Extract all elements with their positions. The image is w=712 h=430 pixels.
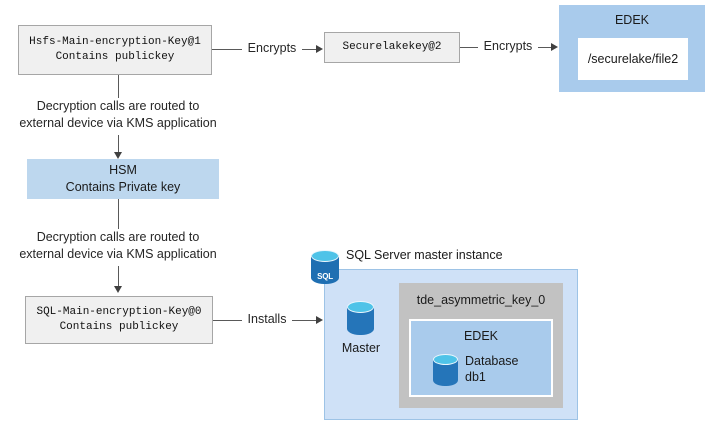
- edek-inner-title: EDEK: [463, 329, 499, 343]
- master-database-caption: Master: [341, 341, 381, 355]
- arrowhead-to-edek: [551, 42, 558, 51]
- edek-file-path: /securelake/file2: [587, 52, 679, 66]
- edek-file-box[interactable]: /securelake/file2: [578, 38, 688, 80]
- node-sql-server-master-instance[interactable]: tde_asymmetric_key_0 EDEK Database db1 M…: [324, 269, 578, 420]
- node-securelakekey[interactable]: Securelakekey@2: [324, 32, 460, 63]
- note-decryption-calls-2: Decryption calls are routed to external …: [19, 230, 217, 261]
- connector-note2-down: [118, 266, 119, 288]
- sql-server-icon-text: SQL: [317, 272, 333, 281]
- hsfs-key-line2: Contains publickey: [55, 51, 175, 63]
- connector-securelake-to-encrypts: [460, 47, 478, 48]
- connector-encrypts-to-edek: [538, 47, 552, 48]
- sql-instance-title: SQL Server master instance: [346, 248, 503, 262]
- sql-server-icon: SQL: [311, 250, 339, 284]
- database-icon-top: [433, 354, 458, 365]
- connector-hsfs-down: [118, 75, 119, 98]
- master-database-icon-top: [347, 301, 374, 313]
- node-hsfs-main-encryption-key[interactable]: Hsfs-Main-encryption-Key@1 Contains publ…: [18, 25, 212, 75]
- note-decryption-calls-1: Decryption calls are routed to external …: [19, 99, 217, 130]
- sql-key-line1: SQL-Main-encryption-Key@0: [36, 306, 202, 318]
- node-edek-database[interactable]: EDEK Database db1: [409, 319, 553, 397]
- master-database-icon: [347, 301, 374, 335]
- database-db1-caption: Database db1: [465, 354, 519, 384]
- edge-label-installs: Installs: [247, 312, 287, 326]
- node-hsm[interactable]: HSM Contains Private key: [27, 159, 219, 199]
- connector-note1-down: [118, 135, 119, 154]
- database-icon: [433, 354, 458, 386]
- edek-title: EDEK: [614, 13, 650, 27]
- node-edek-securelake[interactable]: EDEK /securelake/file2: [559, 5, 705, 92]
- node-sql-main-encryption-key[interactable]: SQL-Main-encryption-Key@0 Contains publi…: [25, 296, 213, 344]
- connector-sqlkey-to-installs: [213, 320, 242, 321]
- arrowhead-to-sql-instance: [316, 315, 323, 324]
- hsfs-key-line1: Hsfs-Main-encryption-Key@1: [29, 36, 201, 48]
- connector-hsm-down: [118, 199, 119, 229]
- connector-installs-to-instance: [292, 320, 317, 321]
- connector-hsfs-to-encrypts: [212, 49, 242, 50]
- arrowhead-to-hsm: [113, 152, 122, 159]
- edge-label-encrypts-1: Encrypts: [247, 41, 297, 55]
- sql-key-line2: Contains publickey: [59, 321, 179, 333]
- arrowhead-to-securelakekey: [316, 44, 323, 53]
- edge-label-encrypts-2: Encrypts: [483, 39, 533, 53]
- sql-server-icon-top: [311, 250, 339, 262]
- securelake-key-line1: Securelakekey@2: [342, 41, 442, 53]
- hsm-line2: Contains Private key: [65, 180, 181, 194]
- node-tde-asymmetric-key[interactable]: tde_asymmetric_key_0 EDEK Database db1: [399, 283, 563, 408]
- hsm-line1: HSM: [109, 163, 137, 177]
- tde-key-title: tde_asymmetric_key_0: [416, 293, 546, 307]
- connector-encrypts-to-securelake: [302, 49, 317, 50]
- arrowhead-to-sql-key: [113, 286, 122, 293]
